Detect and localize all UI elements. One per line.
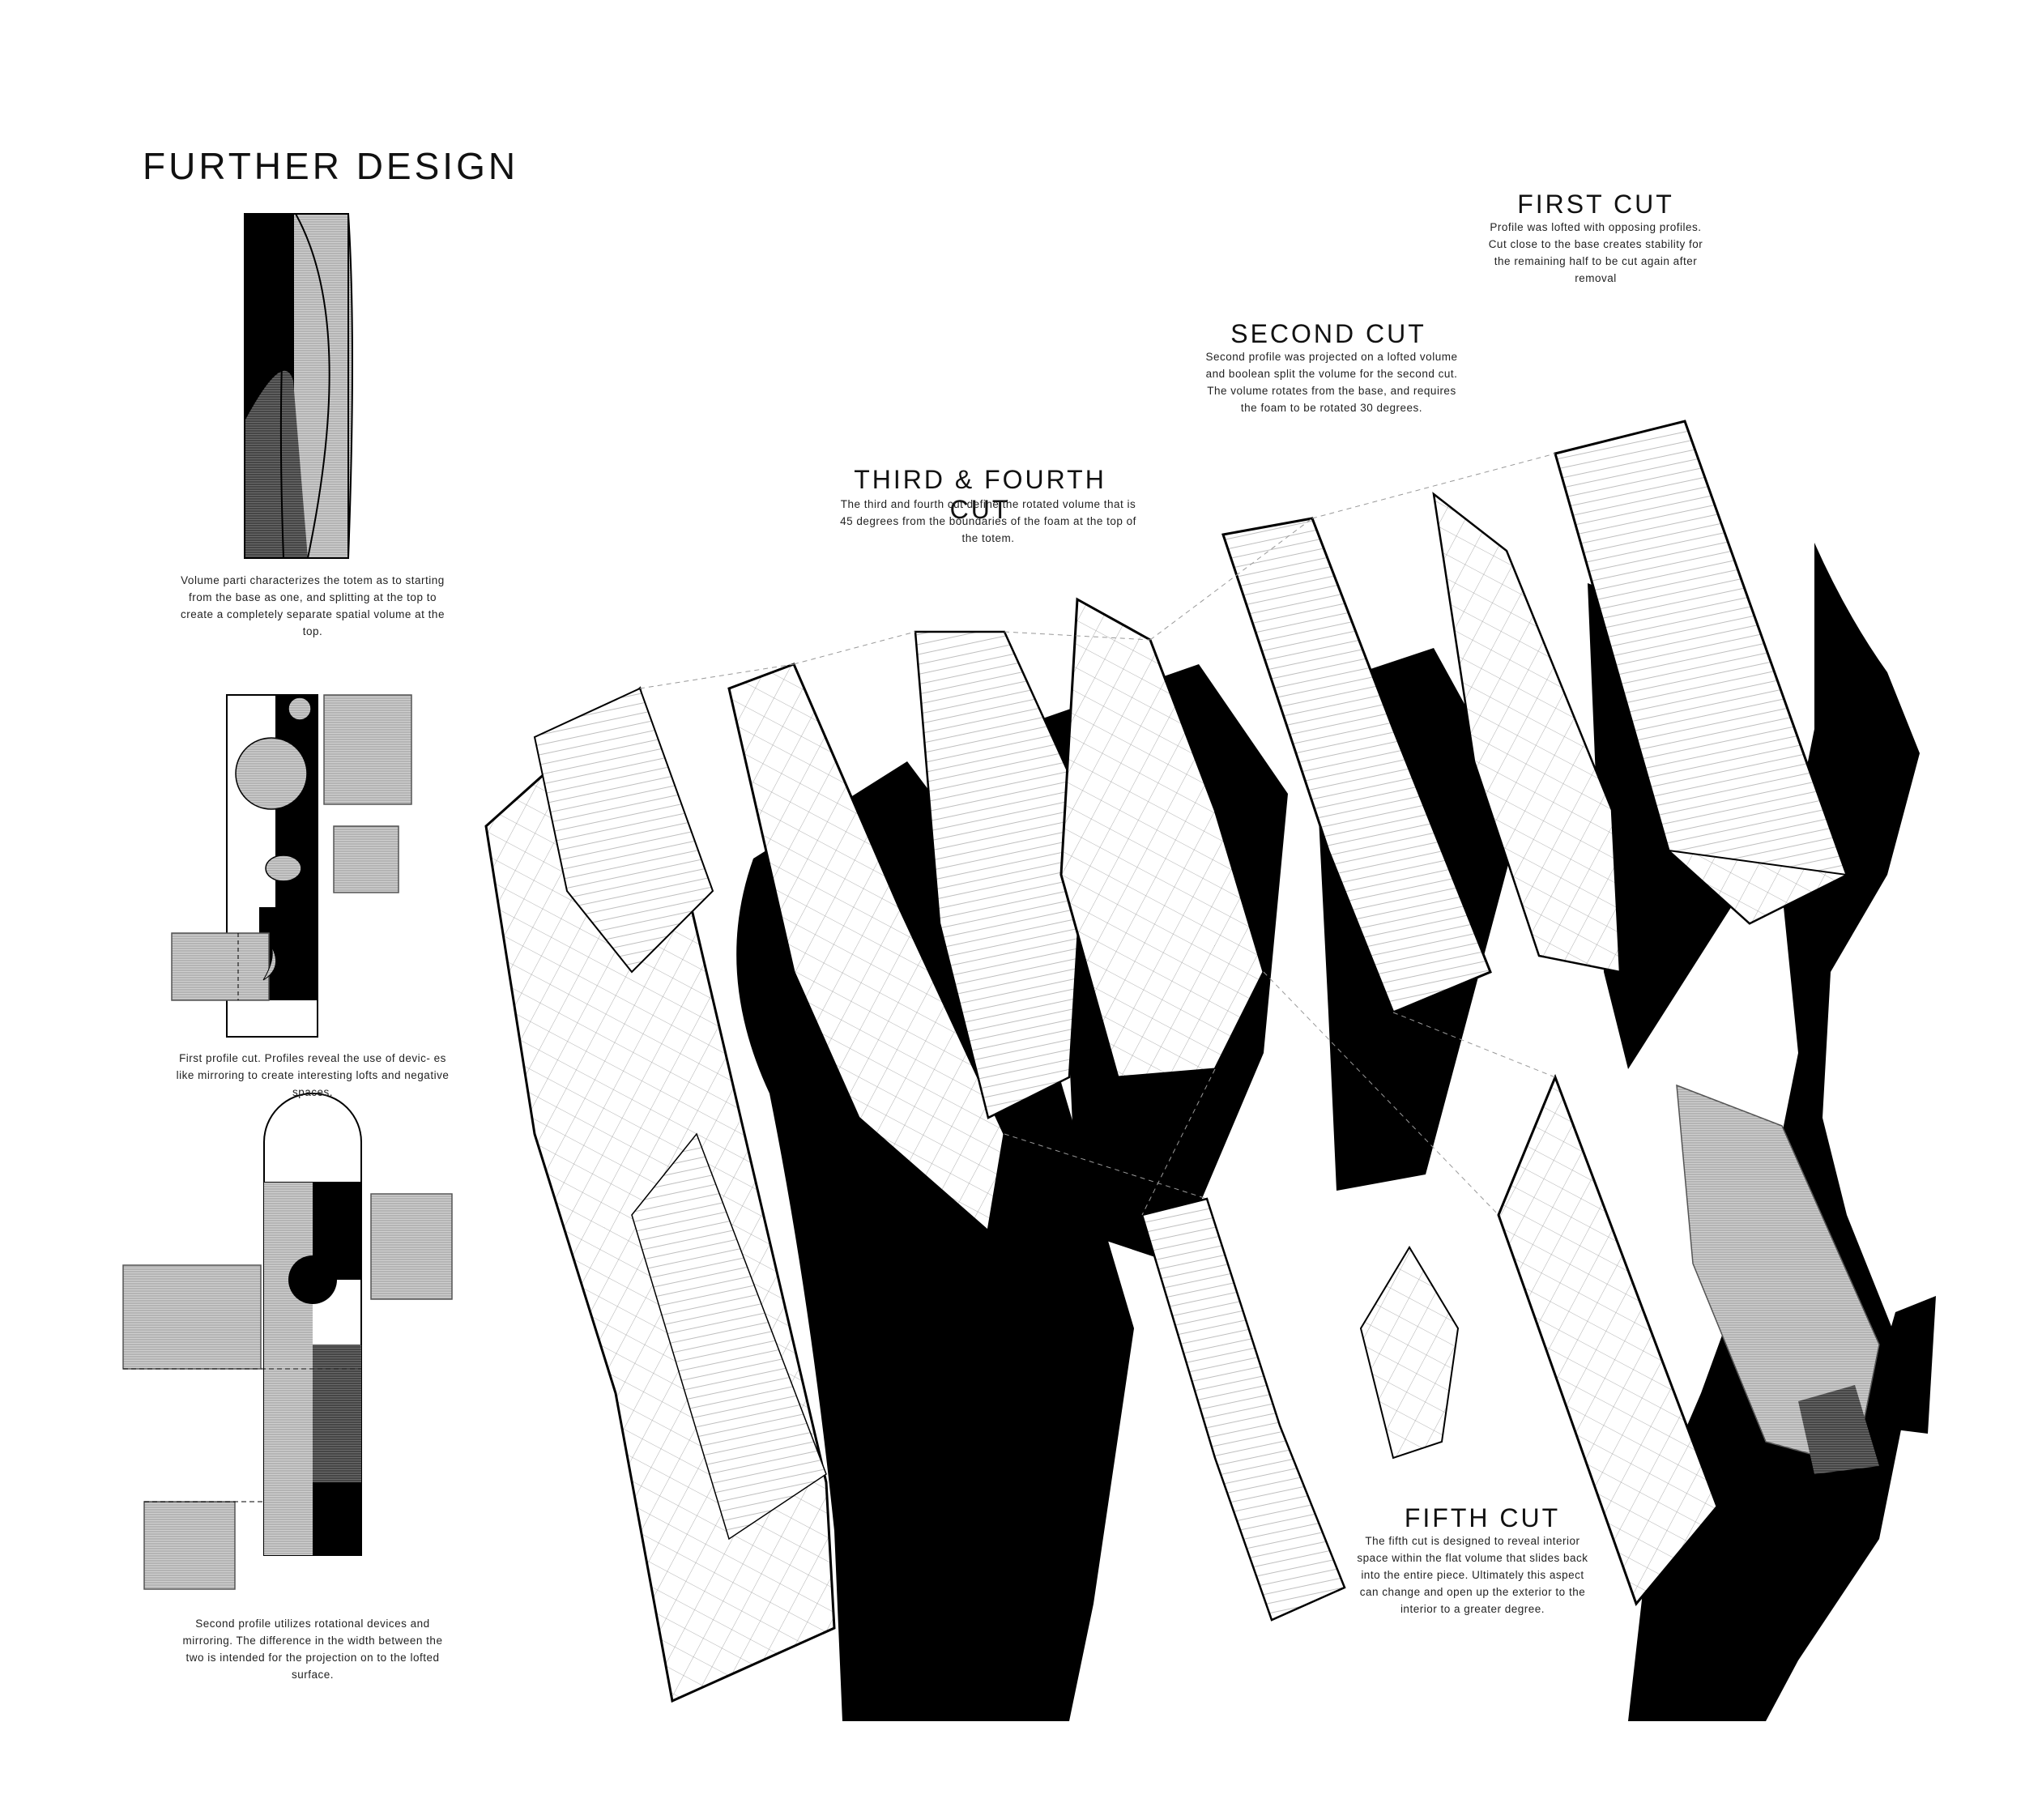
first-profile-diagram: [171, 694, 412, 1038]
third-fourth-cut-title: THIRD & FOURTH CUT: [854, 465, 1106, 524]
first-cut-title: FIRST CUT: [1517, 190, 1674, 219]
fifth-cut-volume: [1140, 1073, 1880, 1622]
caption-first-profile: First profile cut. Profiles reveal the u…: [176, 1052, 450, 1098]
fifth-cut-title: FIFTH CUT: [1404, 1503, 1561, 1532]
first-cut-text: Profile was lofted with opposing profile…: [1488, 221, 1703, 284]
page-title: FURTHER DESIGN: [143, 145, 519, 187]
second-cut-volume-b: [1059, 597, 1265, 1079]
construction-lines: [639, 453, 1556, 1216]
second-cut-volume-a: [727, 630, 1087, 1234]
caption-volume-parti: Volume parti characterizes the totem as …: [181, 574, 445, 637]
second-cut-title: SECOND CUT: [1230, 319, 1426, 348]
second-cut-text: Second profile was projected on a lofted…: [1205, 351, 1458, 414]
second-profile-diagram: [122, 1093, 453, 1590]
volume-parti-totem: [244, 213, 353, 559]
first-cut-volume-b: [1554, 420, 1850, 925]
caption-second-profile: Second profile utilizes rotational devic…: [182, 1618, 443, 1681]
third-fourth-cut-text: The third and fourth cut define the rota…: [840, 498, 1136, 544]
third-fourth-cut-volume: [484, 686, 836, 1703]
fifth-cut-text: The fifth cut is designed to reveal inte…: [1357, 1535, 1588, 1615]
